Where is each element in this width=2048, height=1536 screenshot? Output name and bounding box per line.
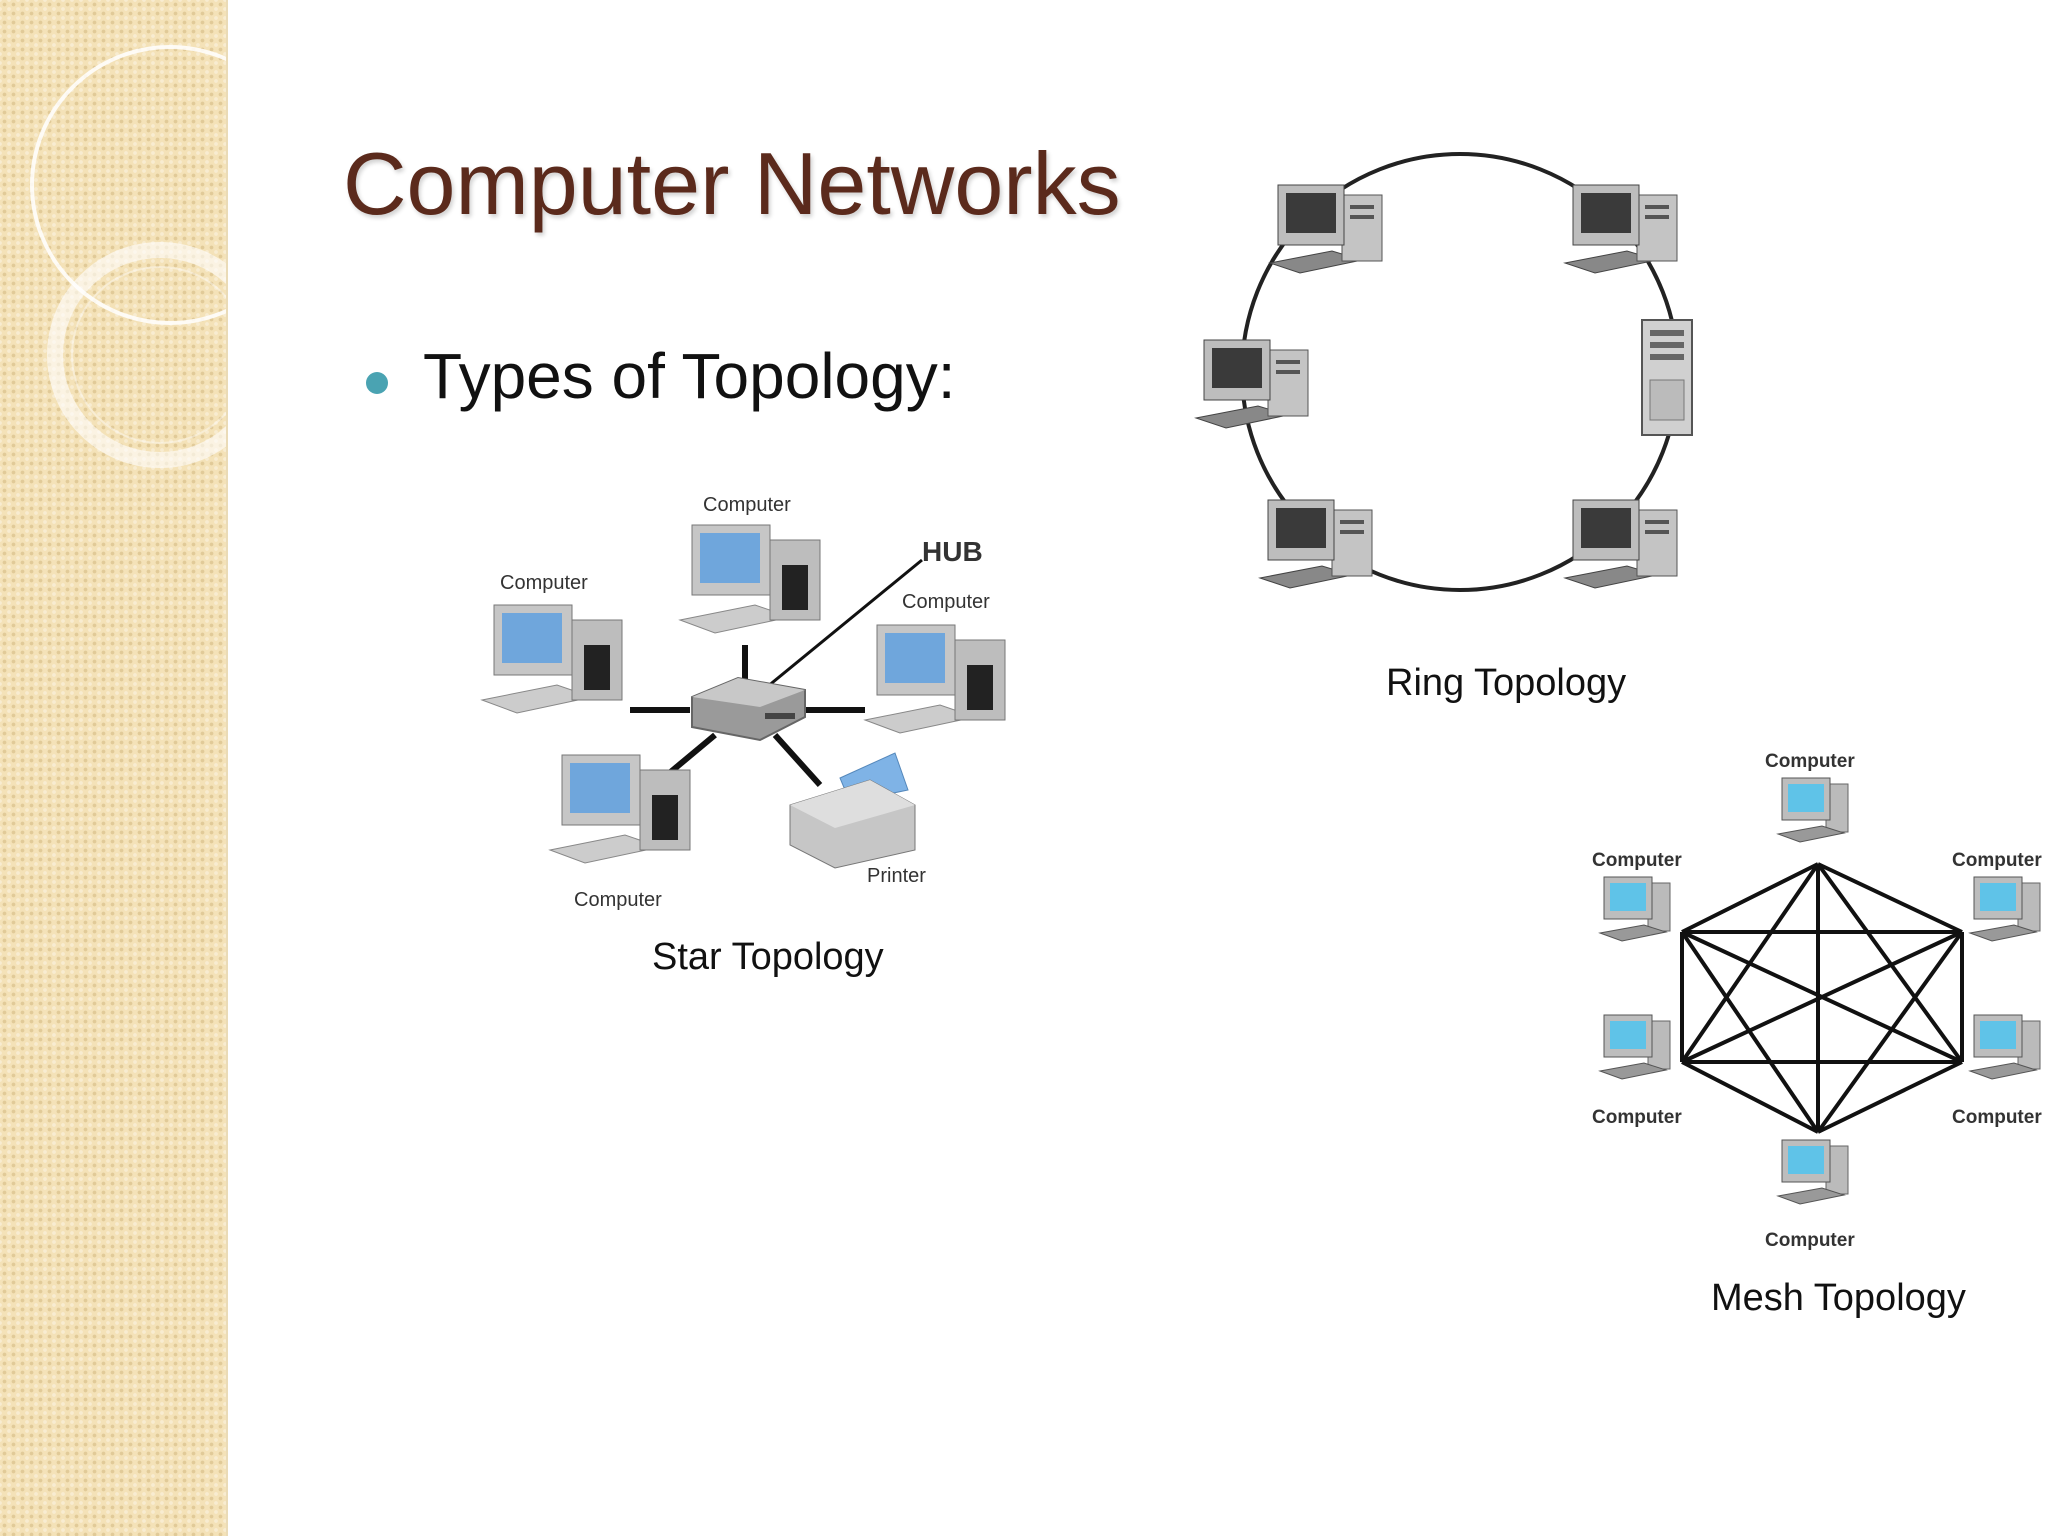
mesh-computer-lower-right-icon: [1968, 1014, 2041, 1080]
mesh-label-upper-right: Computer: [1952, 850, 2042, 871]
star-computer-right-icon: [863, 624, 1006, 734]
star-label-printer: Printer: [867, 865, 926, 887]
mesh-computer-upper-right-icon: [1968, 876, 2041, 942]
ring-topology-caption: Ring Topology: [1386, 662, 1627, 704]
star-topology-caption: Star Topology: [652, 936, 884, 978]
star-topology-diagram: Computer Computer HUB Computer Printer C…: [480, 494, 1006, 911]
mesh-label-upper-left: Computer: [1592, 850, 1682, 871]
mesh-computer-bottom-icon: [1776, 1139, 1849, 1205]
mesh-links: [1680, 862, 1964, 1134]
mesh-computer-upper-left-icon: [1598, 876, 1671, 942]
ring-computer-top-left-icon: [1268, 184, 1383, 274]
mesh-label-top: Computer: [1765, 751, 1855, 772]
mesh-topology-caption: Mesh Topology: [1711, 1277, 1966, 1319]
star-computer-bottom-icon: [548, 754, 691, 864]
hub-pointer-line: [744, 558, 923, 707]
star-label-hub: HUB: [922, 536, 983, 567]
mesh-computer-top-icon: [1776, 777, 1849, 843]
ring-computer-bottom-left-icon: [1258, 499, 1373, 589]
mesh-label-bottom: Computer: [1765, 1230, 1855, 1251]
mesh-label-lower-right: Computer: [1952, 1107, 2042, 1128]
ring-topology-diagram: [1194, 152, 1693, 592]
slide-title: Computer Networks: [343, 134, 1121, 233]
mesh-label-lower-left: Computer: [1592, 1107, 1682, 1128]
ring-server-tower-icon: [1641, 319, 1693, 436]
ring-computer-top-right-icon: [1563, 184, 1678, 274]
ring-computer-bottom-right-icon: [1563, 499, 1678, 589]
bullet-point-icon: [366, 372, 388, 394]
mesh-computer-lower-left-icon: [1598, 1014, 1671, 1080]
hub-icon: [691, 676, 806, 742]
mesh-topology-diagram: Computer Computer Computer Computer Comp…: [1592, 751, 2042, 1251]
star-label-bottom: Computer: [574, 889, 662, 911]
bullet-text: Types of Topology:: [423, 340, 956, 412]
star-label-left: Computer: [500, 572, 588, 594]
star-label-right: Computer: [902, 591, 990, 613]
printer-icon: [789, 752, 916, 869]
decorative-sidebar: [0, 0, 228, 1536]
star-computer-left-icon: [480, 604, 623, 714]
ring-computer-left-icon: [1194, 339, 1309, 429]
star-label-top: Computer: [703, 494, 791, 516]
sidebar-rings-decoration: [30, 45, 226, 468]
star-computer-top-icon: [678, 524, 821, 634]
